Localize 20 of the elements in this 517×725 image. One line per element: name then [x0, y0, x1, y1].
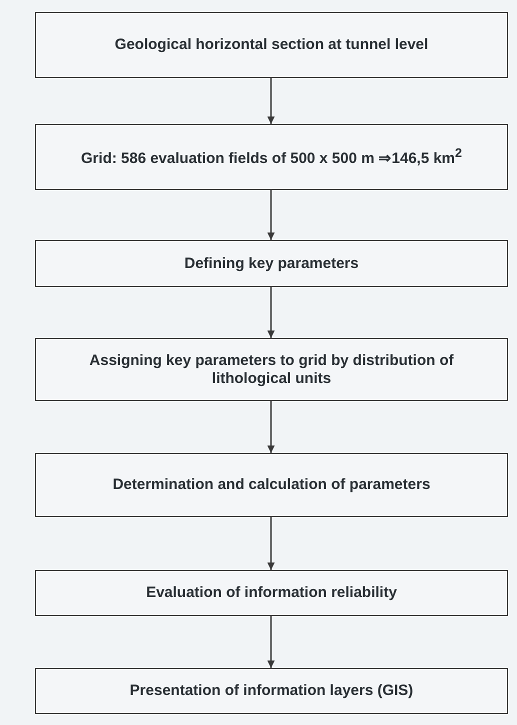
- arrow: [267, 190, 275, 240]
- arrow: [267, 287, 275, 338]
- process-box: [35, 12, 508, 78]
- process-box: [35, 338, 508, 401]
- step-text: Grid: 586 evaluation fields of 500 x 500 m ⇒146,5 km$^{2}$: [80, 146, 463, 168]
- arrow: [267, 78, 275, 124]
- arrow: [267, 401, 275, 453]
- process-box: [35, 240, 508, 287]
- step-text: Evaluation of information reliability: [145, 584, 398, 602]
- arrow: [267, 517, 275, 570]
- step-text: Defining key parameters: [183, 254, 360, 272]
- process-box: [35, 570, 508, 616]
- step-text: Presentation of information layers (GIS): [128, 682, 414, 700]
- process-box: [35, 453, 508, 517]
- process-box: [35, 668, 508, 714]
- step-text: Determination and calculation of parameters: [112, 476, 432, 494]
- step-text: Assigning key parameters to grid by distribution of lithological units: [88, 352, 455, 388]
- step-text: Geological horizontal section at tunnel level: [114, 36, 430, 54]
- process-box: [35, 124, 508, 190]
- arrow: [267, 616, 275, 668]
